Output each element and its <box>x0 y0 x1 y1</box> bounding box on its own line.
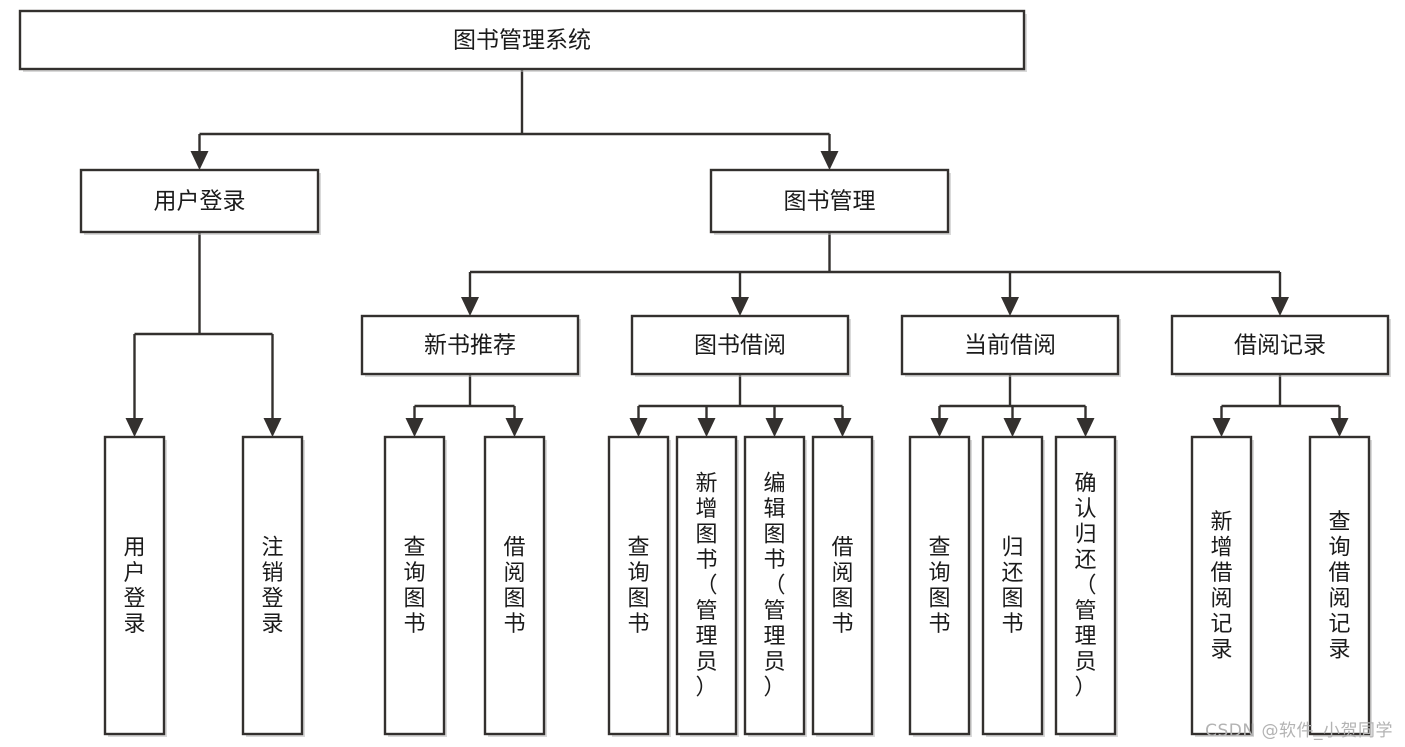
node-box[interactable] <box>483 435 546 736</box>
node-borrow-record[interactable]: 借阅记录 <box>1170 314 1391 377</box>
node-box[interactable] <box>103 435 166 736</box>
node-box[interactable] <box>743 435 806 736</box>
node-label: 用户登录 <box>154 189 246 215</box>
node-box[interactable] <box>607 435 670 736</box>
node-leaf-logout[interactable]: 注销登录 <box>241 435 305 737</box>
node-box[interactable] <box>18 9 1026 71</box>
node-label: 新增借阅记录 <box>1210 510 1232 663</box>
edge-book-borrow-arrowhead-2 <box>765 418 784 437</box>
node-label: 归还图书 <box>1001 535 1023 637</box>
node-book-management[interactable]: 图书管理 <box>709 168 951 235</box>
edge-book-borrow-arrowhead-3 <box>833 418 852 437</box>
node-leaf-query-book-borrow[interactable]: 查询图书 <box>607 435 671 737</box>
node-label: 图书管理系统 <box>453 28 591 54</box>
node-leaf-user-login[interactable]: 用户登录 <box>103 435 167 737</box>
node-book-borrow[interactable]: 图书借阅 <box>630 314 851 377</box>
edge-book-borrow-arrowhead-0 <box>629 418 648 437</box>
node-label: 新增图书（管理员） <box>695 472 717 701</box>
edge-root-arrowhead-0 <box>190 151 209 170</box>
node-label: 借阅记录 <box>1234 333 1326 359</box>
node-box[interactable] <box>630 314 850 376</box>
node-box[interactable] <box>79 168 320 234</box>
node-leaf-borrow-book-rec[interactable]: 借阅图书 <box>483 435 547 737</box>
edge-new-book-recommend-arrowhead-1 <box>505 418 524 437</box>
node-box[interactable] <box>1308 435 1371 736</box>
node-leaf-borrow-book[interactable]: 借阅图书 <box>811 435 875 737</box>
node-label: 注销登录 <box>261 535 283 637</box>
edge-borrow-record-arrowhead-0 <box>1212 418 1231 437</box>
node-box[interactable] <box>1190 435 1253 736</box>
edge-book-management-arrowhead-0 <box>461 297 479 316</box>
edge-book-management-arrowhead-3 <box>1271 297 1289 316</box>
node-box[interactable] <box>1054 435 1117 736</box>
node-root[interactable]: 图书管理系统 <box>18 9 1027 72</box>
node-box[interactable] <box>675 435 738 736</box>
node-box[interactable] <box>241 435 304 736</box>
node-label: 图书管理 <box>784 189 876 215</box>
node-label: 图书借阅 <box>694 333 786 359</box>
node-label: 查询图书 <box>403 535 425 637</box>
node-user-login[interactable]: 用户登录 <box>79 168 321 235</box>
edge-new-book-recommend-arrowhead-0 <box>405 418 424 437</box>
edge-current-borrow-arrowhead-0 <box>930 418 949 437</box>
node-leaf-query-book-current[interactable]: 查询图书 <box>908 435 972 737</box>
node-leaf-add-book[interactable]: 新增图书（管理员） <box>675 435 739 737</box>
node-label: 确认归还（管理员） <box>1074 472 1096 701</box>
edge-book-management-arrowhead-1 <box>731 297 749 316</box>
node-box[interactable] <box>1170 314 1390 376</box>
node-box[interactable] <box>908 435 971 736</box>
node-leaf-edit-book[interactable]: 编辑图书（管理员） <box>743 435 807 737</box>
node-label: 查询图书 <box>928 535 950 637</box>
node-box[interactable] <box>360 314 580 376</box>
node-leaf-query-book-rec[interactable]: 查询图书 <box>383 435 447 737</box>
node-box[interactable] <box>900 314 1120 376</box>
edges-layer <box>125 69 1349 437</box>
node-label: 当前借阅 <box>964 333 1056 359</box>
edge-book-borrow-arrowhead-1 <box>697 418 716 437</box>
node-current-borrow[interactable]: 当前借阅 <box>900 314 1121 377</box>
nodes-layer: 图书管理系统用户登录图书管理新书推荐图书借阅当前借阅借阅记录用户登录注销登录查询… <box>18 9 1391 737</box>
node-label: 新书推荐 <box>424 333 516 359</box>
node-leaf-query-record[interactable]: 查询借阅记录 <box>1308 435 1372 737</box>
edge-root-arrowhead-1 <box>820 151 839 170</box>
node-leaf-add-record[interactable]: 新增借阅记录 <box>1190 435 1254 737</box>
node-label: 编辑图书（管理员） <box>763 472 785 701</box>
edge-current-borrow-arrowhead-2 <box>1076 418 1095 437</box>
edge-user-login-arrowhead-1 <box>263 418 282 437</box>
node-box[interactable] <box>811 435 874 736</box>
edge-user-login-arrowhead-0 <box>125 418 144 437</box>
edge-current-borrow-arrowhead-1 <box>1003 418 1022 437</box>
node-box[interactable] <box>383 435 446 736</box>
node-leaf-return-book[interactable]: 归还图书 <box>981 435 1045 737</box>
node-label: 借阅图书 <box>503 535 525 637</box>
node-box[interactable] <box>709 168 950 234</box>
node-label: 查询借阅记录 <box>1328 510 1350 663</box>
node-new-book-recommend[interactable]: 新书推荐 <box>360 314 581 377</box>
edge-book-management-arrowhead-2 <box>1001 297 1019 316</box>
node-leaf-confirm-return[interactable]: 确认归还（管理员） <box>1054 435 1118 737</box>
node-label: 查询图书 <box>627 535 649 637</box>
node-box[interactable] <box>981 435 1044 736</box>
edge-borrow-record-arrowhead-1 <box>1330 418 1349 437</box>
node-label: 用户登录 <box>123 535 145 637</box>
node-label: 借阅图书 <box>831 535 853 637</box>
